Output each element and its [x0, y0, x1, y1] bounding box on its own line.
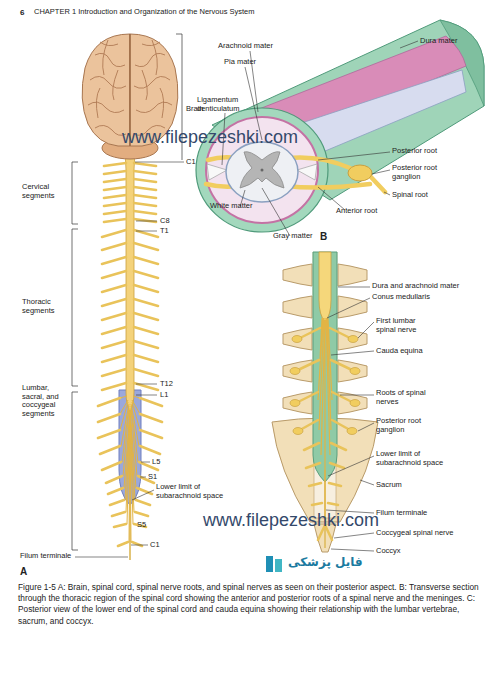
panel-letter: A	[20, 566, 27, 578]
segment-group-label: Cervical segments	[22, 183, 60, 200]
page-number: 6	[20, 8, 24, 17]
logo-text: فایل پزشکی	[288, 556, 363, 570]
watermark: www.filepezeshki.com	[122, 127, 298, 148]
spinal-cord	[124, 150, 136, 412]
structure-label: White matter	[210, 202, 253, 211]
structure-label: Posterior root ganglion	[392, 164, 442, 181]
cord-section	[226, 142, 298, 202]
structure-label: Posterior root	[392, 147, 437, 156]
segment-label: T1	[160, 227, 169, 236]
structure-label: Spinal root	[392, 191, 428, 200]
segment-group-label: Thoracic segments	[22, 298, 60, 315]
watermark: www.filepezeshki.com	[203, 510, 379, 531]
segment-label: L5	[152, 458, 160, 467]
cauda-equina	[318, 318, 332, 520]
structure-label: Gray matter	[273, 232, 313, 241]
segment-group-label: Lumbar, sacral, and coccygeal segments	[22, 384, 72, 419]
root-ganglia	[290, 336, 360, 435]
structure-label: Anterior root	[336, 207, 377, 216]
gray-matter	[240, 152, 284, 188]
spinal-nerve-roots	[298, 328, 352, 540]
logo-mark	[275, 559, 282, 572]
segment-label: S1	[148, 473, 157, 482]
structure-label: Sacrum	[376, 481, 402, 490]
structure-label: Dura and arachnoid mater	[372, 282, 459, 291]
structure-label: Dura mater	[420, 37, 458, 46]
segment-label: S5	[137, 521, 146, 530]
structure-label: Filum terminale	[20, 552, 71, 561]
segment-label: C8	[160, 217, 170, 226]
figure-caption: Figure 1-5 A: Brain, spinal cord, spinal…	[18, 582, 484, 627]
structure-label: Posterior root ganglion	[376, 417, 426, 434]
dura-section	[196, 108, 328, 232]
segment-brackets	[72, 34, 182, 550]
structure-label: Filum terminale	[376, 509, 427, 518]
logo-mark	[266, 556, 273, 572]
structure-label: First lumbar spinal nerve	[376, 317, 426, 334]
structure-label: Ligamentum denticulatum	[197, 96, 245, 113]
segment-label: T12	[160, 380, 173, 389]
chapter-heading: CHAPTER 1 Introduction and Organization …	[34, 8, 255, 17]
panel-letter: B	[320, 231, 327, 243]
structure-label: Lower limit of subarachnoid space	[376, 450, 444, 467]
structure-label: Pia mater	[224, 58, 256, 67]
structure-label: Cauda equina	[376, 347, 423, 356]
structure-label: Conus medullaris	[372, 293, 430, 302]
structure-label: Roots of spinal nerves	[376, 389, 426, 406]
segment-label: L1	[160, 391, 168, 400]
segment-label: C1	[150, 541, 160, 550]
segment-label: C1	[186, 158, 196, 167]
structure-label: Coccygeal spinal nerve	[376, 529, 454, 538]
structure-label: Lower limit of subarachnoid space	[156, 483, 224, 500]
structure-label: Coccyx	[376, 547, 401, 556]
central-canal	[261, 169, 264, 172]
root-ganglion	[348, 165, 372, 181]
spinal-cord	[319, 252, 331, 322]
structure-label: Arachnoid mater	[218, 42, 273, 51]
spinal-nerves	[98, 163, 162, 546]
